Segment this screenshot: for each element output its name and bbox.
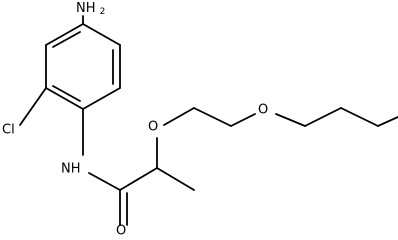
bond-butyl-4 (377, 116, 398, 127)
bond-ring-inner-2 (52, 85, 81, 102)
amide-nh-label: NH (61, 162, 81, 177)
bond-ch-methyl (156, 167, 195, 191)
bond-ch2-ch2 (193, 107, 232, 127)
ether-oxygen-1-label: O (148, 120, 158, 135)
bond-ring-1 (82, 23, 121, 46)
bond-butyl-3 (340, 107, 379, 127)
ether-oxygen-2-label: O (258, 103, 268, 118)
bond-o1-ch2 (163, 107, 195, 126)
bond-c-cl (19, 87, 47, 126)
bond-ring-3 (82, 87, 121, 110)
bond-carbonyl-ch (119, 167, 158, 191)
carbonyl-oxygen-label: O (116, 224, 126, 237)
amine-main-label: NH (76, 1, 96, 16)
bond-ch2-o2 (230, 113, 256, 127)
bond-ring-6 (45, 23, 84, 46)
bond-ring-4 (45, 87, 84, 110)
bond-butyl-2 (304, 107, 342, 127)
bond-ring-inner-3 (52, 31, 81, 48)
benzene-ring (45, 23, 121, 110)
amine-label: NH 2 (76, 1, 105, 17)
chlorine-label: Cl (2, 123, 15, 138)
amine-subscript-label: 2 (100, 7, 106, 17)
bond-nh-carbonyl (88, 172, 121, 191)
bond-o2-butyl-1 (275, 113, 306, 127)
